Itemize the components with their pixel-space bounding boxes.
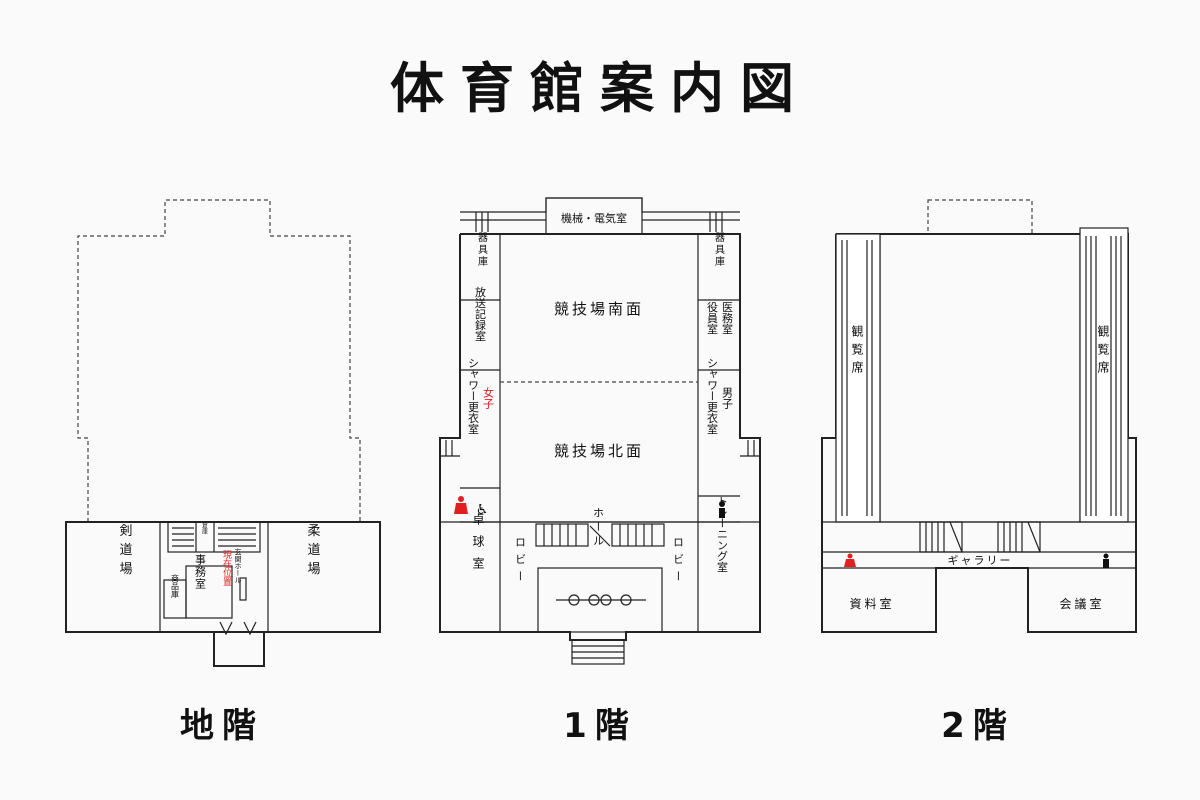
table-tennis-label: 卓球室 (471, 513, 485, 579)
first-floor-label: 1階 (563, 706, 637, 746)
storage-left-label: 器具庫 (476, 232, 488, 268)
entrance (213, 631, 265, 667)
office-room (185, 565, 233, 619)
women-shower-label: シャワー更衣室 (467, 358, 480, 435)
training-room-label: トレーニング室 (716, 496, 729, 573)
upper-outline (927, 199, 1033, 235)
stairs-icon (919, 521, 1041, 553)
storage-right-label: 器具庫 (713, 232, 725, 268)
stairs-icon (535, 523, 665, 547)
lobby-left-label: ロビー (514, 537, 527, 588)
second-floor-label: 2階 (941, 706, 1015, 746)
hall-room (537, 567, 663, 633)
stairs-icon (445, 440, 755, 456)
meeting-room-label: 会議室 (1059, 596, 1104, 611)
arena-north-label: 競技場北面 (554, 442, 644, 460)
page-title: 体育館案内図 (390, 57, 810, 120)
arena-void (879, 233, 1081, 523)
office-label: 事務室 (194, 554, 207, 590)
woman-icon (454, 496, 468, 514)
wheelchair-icon: ♿ (476, 502, 489, 518)
stairs-icon (172, 527, 256, 547)
arena (499, 233, 699, 523)
counter (239, 577, 247, 601)
gallery-label: ギャラリー (948, 554, 1013, 567)
entrance-door-icon (556, 594, 646, 606)
stairs-icon (475, 212, 723, 232)
hall-label: 玄関ホール (234, 548, 242, 584)
kendo-room-label: 剣道場 (117, 524, 133, 581)
first-floor-plan: ♿ 機械・電気室 器具庫 器具庫 放送記録室 医務室 役員室 競技場南面 競技場… (439, 197, 761, 665)
seating-right (1079, 227, 1129, 523)
current-location-label: 現在位置 (221, 550, 232, 586)
man-icon (719, 501, 725, 518)
seats-right-label: 観覧席 (1096, 325, 1110, 379)
officials-room-label: 役員室 (706, 300, 719, 334)
lobby-right-label: ロビー (672, 537, 685, 588)
stairs-icon (572, 645, 624, 659)
seat-rows (841, 236, 1122, 516)
basement-plan: 剣道場 柔道場 事務室 商品庫 現在位置 玄関ホール 倉庫 (65, 199, 381, 667)
men-label: 男子 (721, 387, 734, 409)
woman-icon (844, 553, 856, 567)
top-corridor (460, 197, 740, 213)
seats-left-label: 観覧席 (850, 325, 864, 379)
women-label: 女子 (482, 386, 495, 409)
basement-label: 地階 (180, 706, 264, 746)
medical-room-label: 医務室 (721, 302, 734, 335)
seating-left (835, 233, 881, 523)
second-floor-plan: 観覧席 観覧席 ギャラリー 資料室 会議室 (821, 199, 1137, 633)
man-icon (1103, 553, 1109, 568)
first-floor-outline (439, 233, 761, 641)
stock-label: 倉庫 (201, 521, 208, 535)
machine-room-label: 機械・電気室 (561, 211, 627, 225)
judo-room-label: 柔道場 (305, 524, 321, 581)
men-shower-label: シャワー更衣室 (706, 358, 719, 435)
arena-south-label: 競技場南面 (554, 300, 644, 318)
broadcast-room-label: 放送記録室 (474, 285, 487, 341)
entrance-door-icon (219, 621, 257, 636)
arena-footprint-outline (77, 199, 361, 522)
archive-room-label: 資料室 (849, 596, 894, 611)
goods-label: 商品庫 (171, 573, 180, 599)
hall-label: ホール (592, 507, 605, 549)
